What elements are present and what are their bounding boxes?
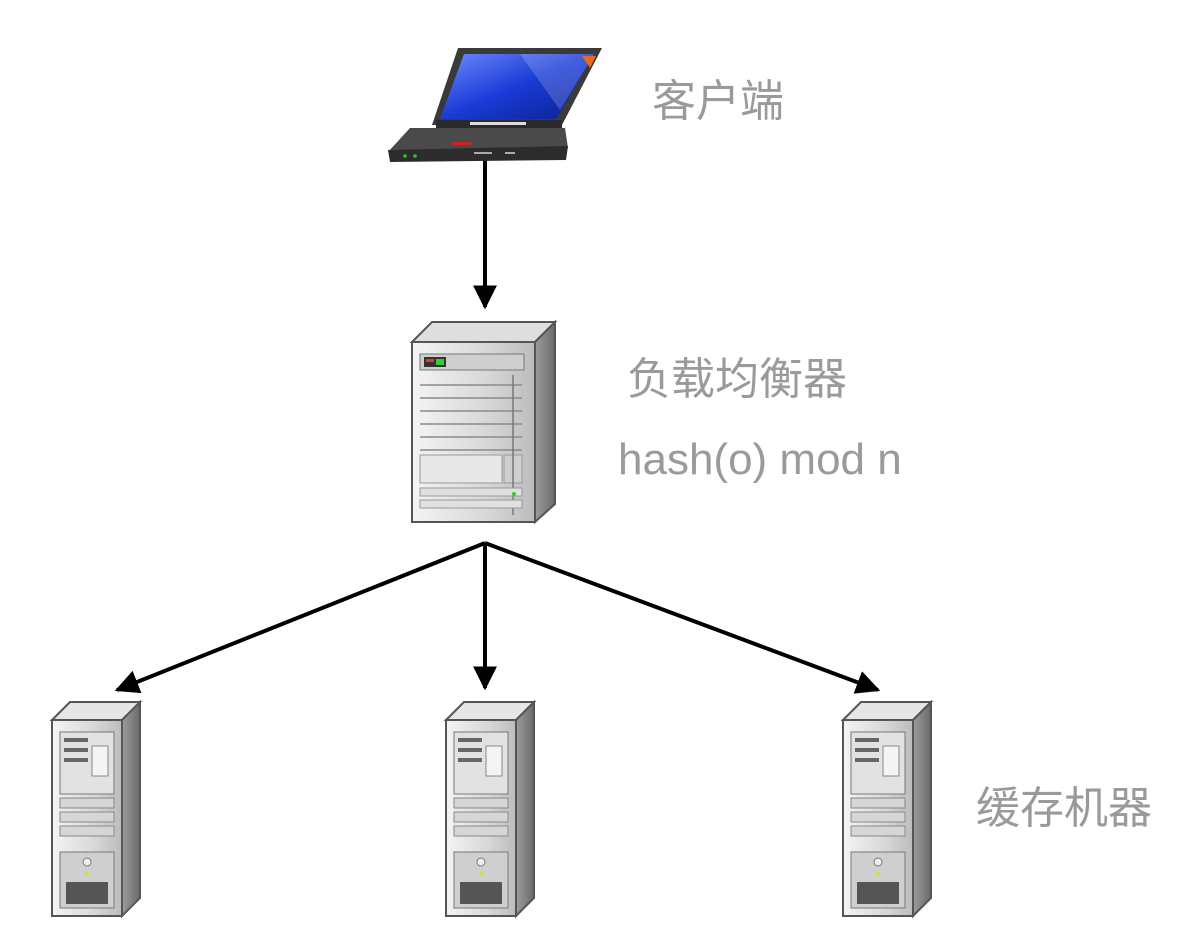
server-icon: [409, 319, 558, 525]
cache-machines-label: 缓存机器: [976, 783, 1152, 834]
tower-server-icon: [443, 699, 537, 919]
edge-lb-to-cache-1: [114, 541, 486, 694]
edge-lb-to-cache-3: [484, 541, 881, 694]
client-label: 客户端: [652, 76, 784, 127]
hash-formula-label: hash(o) mod n: [618, 435, 902, 484]
laptop-icon: [388, 48, 602, 162]
tower-server-icon: [49, 699, 143, 919]
load-balancer-label: 负载均衡器: [627, 354, 847, 405]
edges: [114, 160, 881, 694]
tower-server-icon: [840, 699, 934, 919]
